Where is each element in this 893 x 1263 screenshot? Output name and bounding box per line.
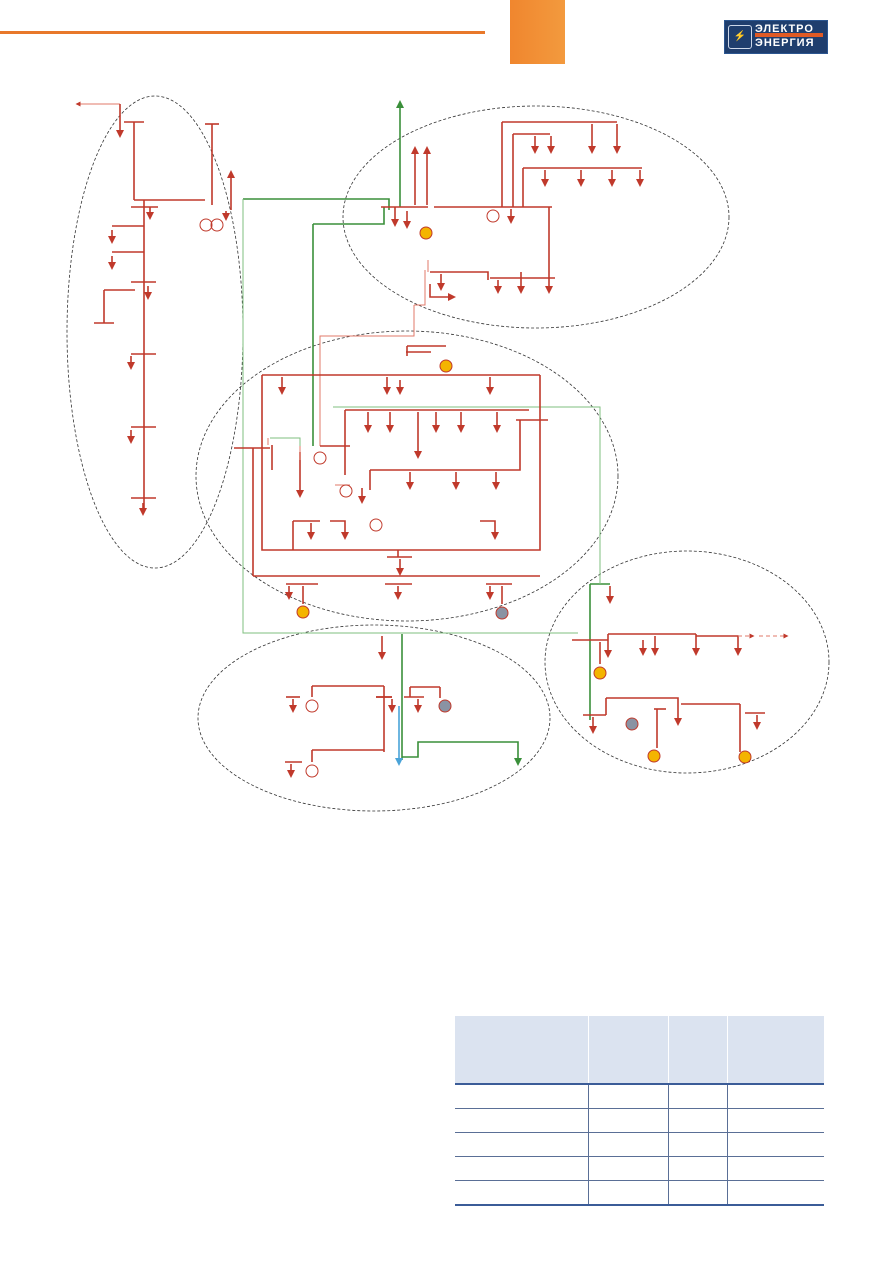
tie-lines-light — [242, 199, 601, 634]
table-cell — [668, 1180, 728, 1206]
header-rule — [0, 31, 485, 34]
logo-line1: ЭЛЕКТРО — [755, 23, 814, 35]
logo-stripe — [755, 33, 823, 37]
table-row — [455, 1132, 824, 1157]
table-cell — [727, 1108, 824, 1133]
data-table — [455, 1016, 824, 1206]
ne-to-central-link — [319, 260, 429, 446]
table-header-cell — [668, 1016, 728, 1085]
table-cell — [588, 1084, 669, 1109]
zone-south — [197, 624, 551, 812]
logo-mark-icon: ⚡ — [728, 25, 752, 49]
table-cell — [668, 1108, 728, 1133]
table-row — [455, 1084, 824, 1109]
table-header-row — [455, 1016, 824, 1085]
table-header-cell — [455, 1016, 589, 1085]
power-grid-diagram — [66, 95, 830, 812]
central-light-links — [267, 438, 350, 486]
generators-outline — [305, 209, 500, 778]
zone-south-east — [544, 550, 830, 774]
table-cell — [668, 1084, 728, 1109]
table-cell — [727, 1132, 824, 1157]
table-cell — [727, 1180, 824, 1206]
table-header-cell — [727, 1016, 824, 1085]
table-header-cell — [588, 1016, 669, 1085]
company-logo: ⚡ ЭЛЕКТРО ЭНЕРГИЯ — [724, 20, 828, 54]
table-cell — [455, 1132, 589, 1157]
table-cell — [588, 1108, 669, 1133]
north-east-network — [381, 121, 644, 301]
table-cell — [455, 1180, 589, 1206]
table-cell — [455, 1156, 589, 1181]
table-cell — [668, 1132, 728, 1157]
table-cell — [588, 1156, 669, 1181]
south-east-network — [572, 586, 789, 752]
table-cell — [727, 1156, 824, 1181]
logo-line2: ЭНЕРГИЯ — [755, 37, 815, 49]
table-row — [455, 1108, 824, 1133]
table-row — [455, 1180, 824, 1206]
header-accent-block — [510, 0, 565, 64]
generators-gray — [438, 606, 639, 731]
central-network — [234, 345, 548, 604]
table-cell — [588, 1132, 669, 1157]
zone-north-east — [342, 105, 730, 329]
table-row — [455, 1156, 824, 1181]
table-cell — [588, 1180, 669, 1206]
tie-lines — [243, 100, 610, 766]
south-network — [285, 636, 441, 778]
table-cell — [668, 1156, 728, 1181]
west-network — [75, 101, 235, 516]
generators-yellow — [296, 226, 752, 764]
zone-central — [195, 330, 619, 622]
table-cell — [727, 1084, 824, 1109]
ne-light-feeder — [414, 270, 426, 306]
table-cell — [455, 1084, 589, 1109]
table-cell — [455, 1108, 589, 1133]
west-transformers — [199, 218, 224, 232]
